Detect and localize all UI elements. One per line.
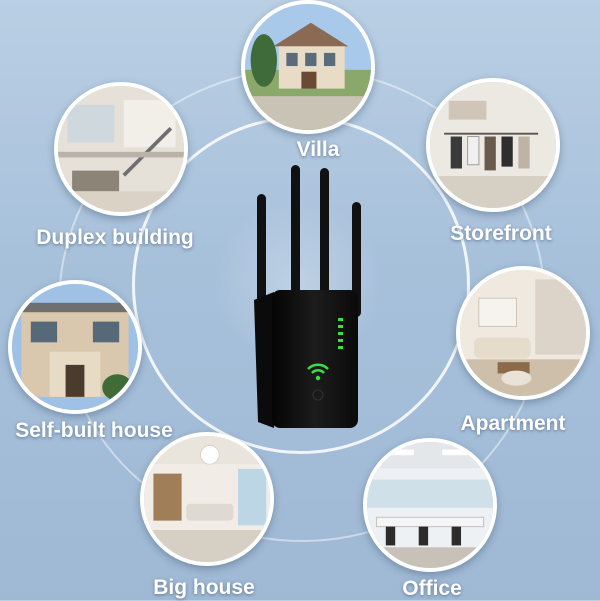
apartment-photo	[456, 266, 590, 400]
villa-photo	[241, 0, 375, 134]
office-photo	[363, 438, 497, 572]
antenna-2	[291, 165, 300, 295]
self-built-house-label: Self-built house	[15, 419, 173, 442]
antenna-4	[352, 202, 361, 317]
big-house-label: Big house	[153, 576, 255, 599]
office-label: Office	[402, 577, 462, 600]
antenna-1	[257, 194, 266, 304]
storefront-label: Storefront	[450, 222, 552, 245]
villa-label: Villa	[296, 138, 340, 161]
wps-button	[312, 389, 324, 401]
storefront-photo	[426, 78, 560, 212]
antenna-3	[320, 168, 329, 295]
duplex-building-photo	[54, 82, 188, 216]
apartment-label: Apartment	[460, 412, 566, 435]
wifi-icon	[307, 363, 329, 381]
device-body	[272, 290, 358, 428]
big-house-photo	[140, 432, 274, 566]
self-built-house-photo	[8, 280, 142, 414]
led-indicator-icon	[338, 318, 343, 349]
duplex-building-label: Duplex building	[36, 226, 194, 249]
wifi-extender-device	[254, 165, 361, 428]
